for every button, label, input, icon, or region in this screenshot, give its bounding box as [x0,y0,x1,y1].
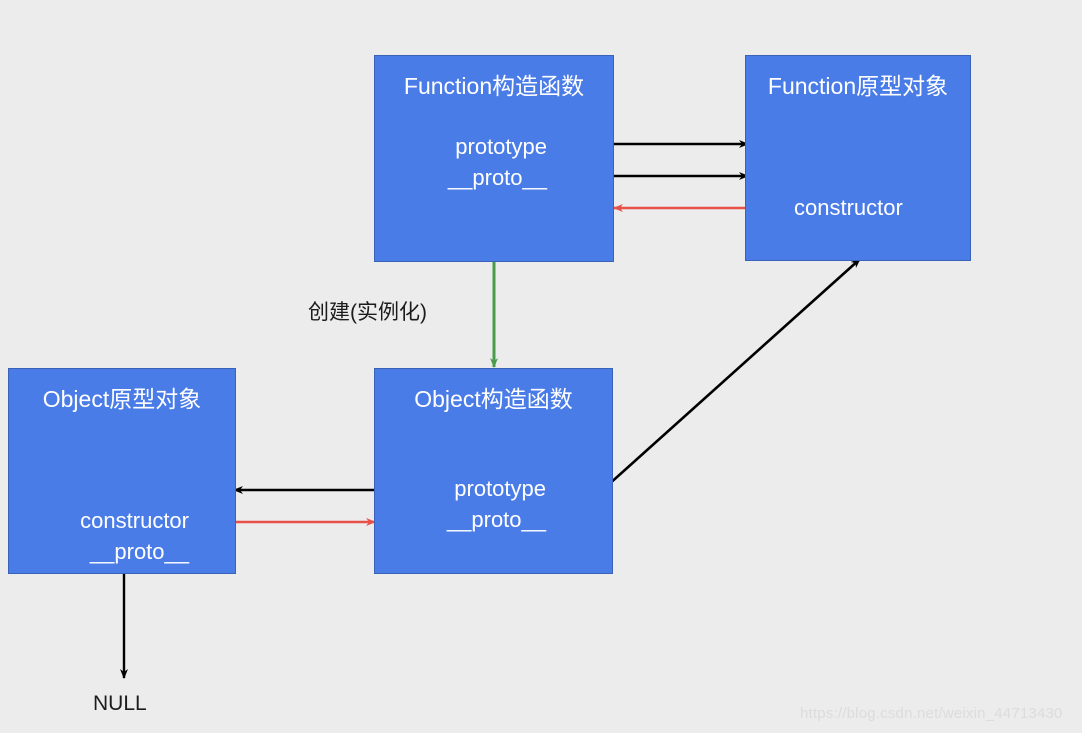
box-object-constructor-field-dunder-proto: __proto__ [446,507,546,532]
box-object-prototype-object-field-dunder-proto: __proto__ [89,539,189,564]
box-function-constructor-field-prototype: prototype [455,134,547,159]
watermark-url: https://blog.csdn.net/weixin_44713430 [800,705,1063,722]
box-function-prototype-object[interactable]: Function原型对象 constructor [745,55,971,261]
box-function-prototype-object-title: Function原型对象 [767,73,949,99]
box-object-constructor[interactable]: Object构造函数 prototype __proto__ [374,368,613,574]
box-function-constructor-field-dunder-proto: __proto__ [447,165,547,190]
box-object-prototype-object-field-constructor: constructor [80,508,189,533]
label-null: NULL [93,692,147,715]
label-create-instantiate: 创建(实例化) [308,301,427,324]
box-function-prototype-object-field-constructor: constructor [794,195,903,220]
box-object-prototype-object-title: Object原型对象 [42,386,202,412]
box-object-constructor-title: Object构造函数 [414,386,573,412]
box-function-constructor-title: Function构造函数 [403,73,585,99]
box-object-prototype-object[interactable]: Object原型对象 constructor __proto__ [8,368,236,574]
box-object-constructor-field-prototype: prototype [454,476,546,501]
box-function-constructor[interactable]: Function构造函数 prototype __proto__ [374,55,614,262]
